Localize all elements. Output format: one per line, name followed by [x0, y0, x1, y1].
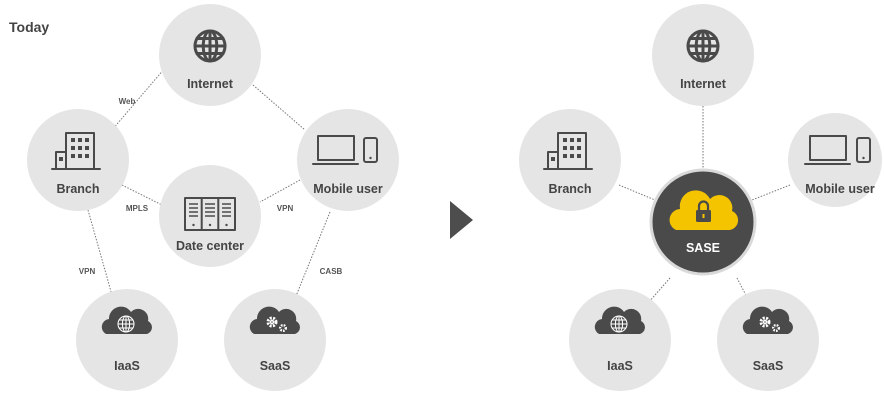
link-hub-branch	[618, 184, 656, 201]
globe-icon	[193, 29, 227, 63]
node-circle	[224, 289, 326, 391]
link-label-casb: CASB	[320, 267, 343, 276]
node-label-internet: Internet	[680, 77, 727, 91]
node-mobile-user: Mobile user	[297, 109, 399, 211]
link-branch-iaas	[87, 209, 113, 296]
cloud-lock-icon	[669, 190, 739, 230]
node-saas: SaaS	[224, 289, 326, 391]
cloud-globe-icon	[101, 306, 152, 334]
link-hub-mobile	[751, 184, 791, 201]
link-mobile-saas	[295, 211, 331, 297]
link-label-vpn-mobile: VPN	[277, 204, 294, 213]
link-label-vpn-iaas: VPN	[79, 267, 96, 276]
sase-node-saas: SaaS	[717, 289, 819, 391]
sase-hub: SASE	[649, 168, 757, 276]
node-circle	[27, 109, 129, 211]
link-hub-iaas	[647, 277, 671, 304]
node-label-mobile: Mobile user	[805, 182, 875, 196]
sase-diagram: Internet Branch	[519, 4, 882, 391]
laptop-phone-icon	[312, 135, 378, 165]
node-label-branch: Branch	[56, 182, 99, 196]
link-internet-mobile	[252, 84, 306, 131]
link-branch-datacenter	[121, 184, 163, 206]
sase-node-iaas: IaaS	[569, 289, 671, 391]
node-circle	[76, 289, 178, 391]
node-label-saas: SaaS	[260, 359, 291, 373]
node-circle	[519, 109, 621, 211]
laptop-phone-icon	[804, 135, 871, 165]
node-iaas: IaaS	[76, 289, 178, 391]
link-label-mpls: MPLS	[126, 204, 149, 213]
node-label-iaas: IaaS	[607, 359, 633, 373]
node-branch: Branch	[27, 109, 129, 211]
building-icon	[543, 132, 593, 170]
sase-node-branch: Branch	[519, 109, 621, 211]
link-label-web: Web	[119, 97, 136, 106]
node-label-branch: Branch	[548, 182, 591, 196]
cloud-globe-icon	[594, 306, 645, 334]
node-internet: Internet	[159, 4, 261, 106]
cloud-gears-icon	[249, 306, 300, 334]
node-circle	[569, 289, 671, 391]
node-label-mobile: Mobile user	[313, 182, 383, 196]
node-label-datacenter: Date center	[176, 239, 244, 253]
server-icon	[184, 197, 236, 231]
cloud-gears-icon	[742, 306, 793, 334]
node-label-saas: SaaS	[753, 359, 784, 373]
node-label-iaas: IaaS	[114, 359, 140, 373]
today-heading: Today	[9, 19, 49, 35]
node-label-internet: Internet	[187, 77, 234, 91]
building-icon	[51, 132, 101, 170]
play-arrow-icon	[450, 201, 473, 239]
node-datacenter: Date center	[159, 165, 261, 267]
globe-icon	[686, 29, 720, 63]
node-circle	[717, 289, 819, 391]
sase-node-internet: Internet	[652, 4, 754, 106]
sase-node-mobile-user: Mobile user	[788, 113, 882, 207]
node-label-sase: SASE	[686, 241, 720, 255]
link-mobile-datacenter	[259, 179, 301, 203]
today-diagram: Web MPLS VPN VPN CASB Internet	[27, 4, 399, 391]
